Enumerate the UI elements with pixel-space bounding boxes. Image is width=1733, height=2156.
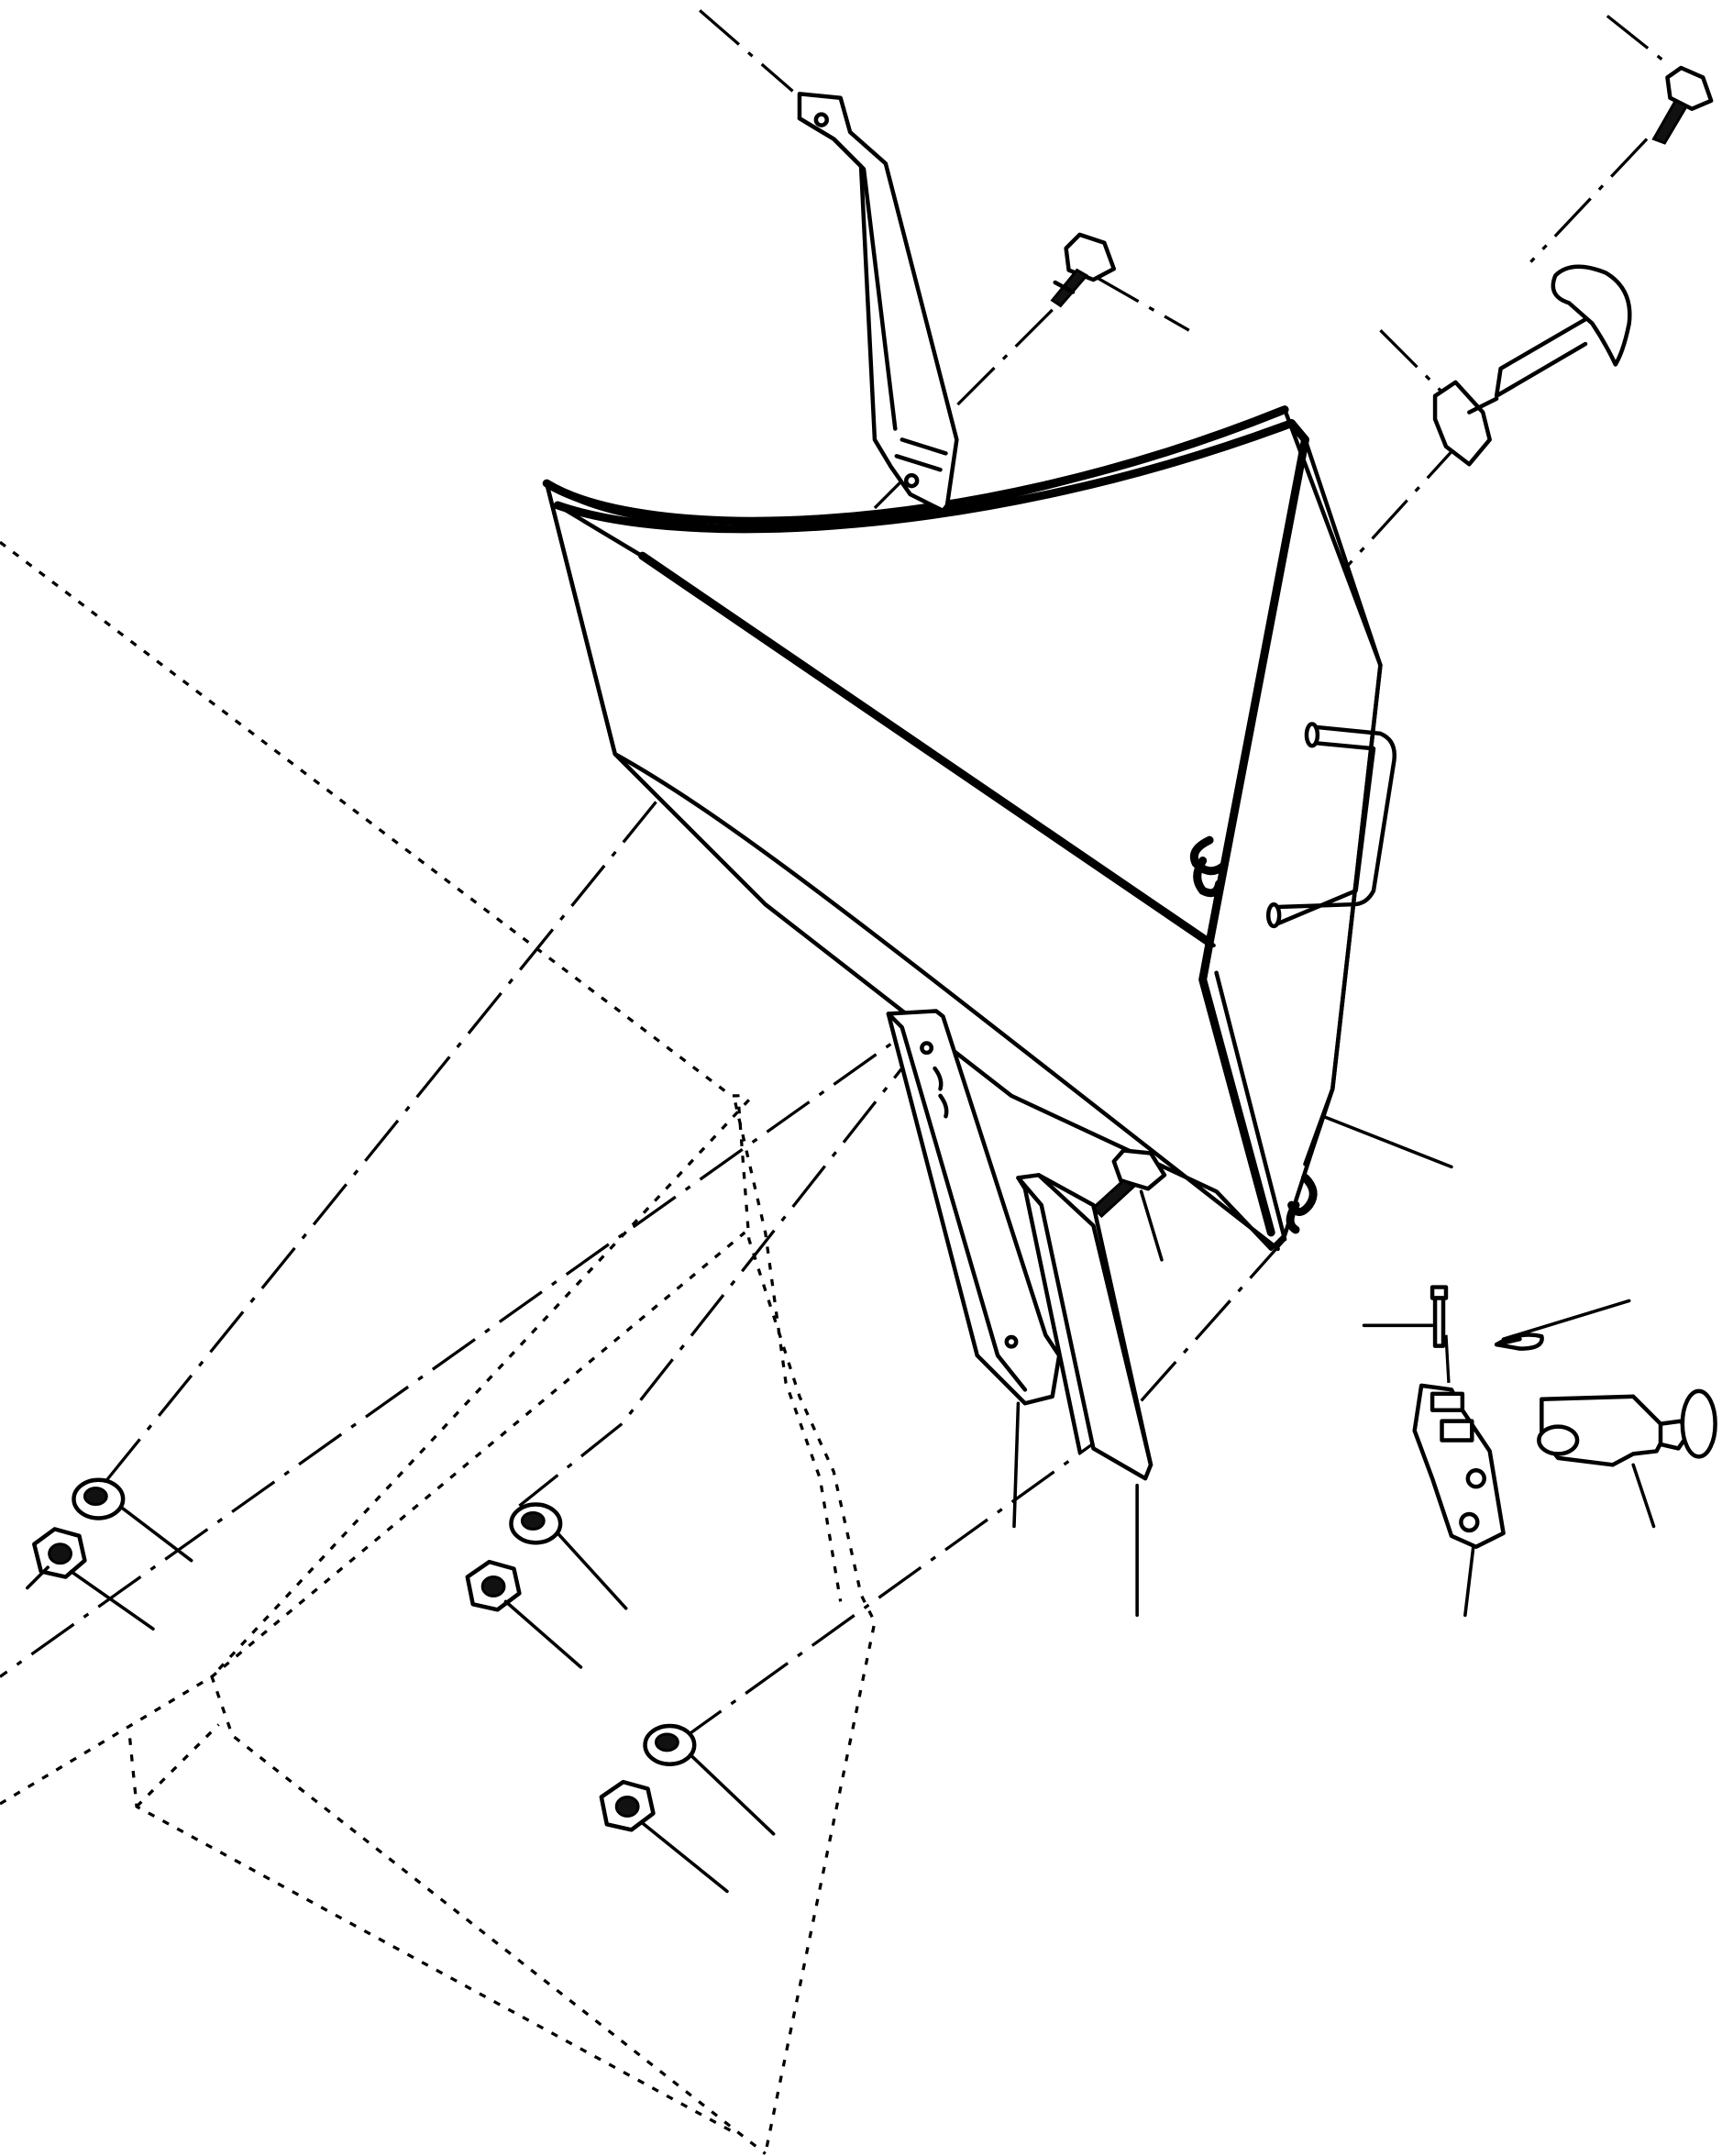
cotter-pin-icon (1494, 1332, 1544, 1351)
hex-bolt (1050, 65, 1714, 1219)
vehicle-body-outline (0, 540, 877, 2155)
knob-icon (1537, 1388, 1717, 1467)
split-pin (1494, 1332, 1544, 1351)
bolt-icon (1091, 1148, 1167, 1219)
leader-lines (26, 1114, 1656, 1894)
nut-icon (599, 1779, 656, 1832)
rubber-hood-latch (1432, 264, 1632, 467)
lower-mounting-bracket (886, 1009, 1153, 1481)
washer-icon (72, 1477, 126, 1520)
mudguard-panel (542, 405, 1396, 1252)
lock-washer (72, 1477, 697, 1766)
clevis-pin (1429, 1285, 1449, 1348)
washer-icon (643, 1723, 697, 1766)
assembly-center-lines (0, 9, 1669, 1747)
hinge-plate (1412, 1383, 1506, 1549)
hex-nut (32, 1527, 656, 1832)
pin-icon (1429, 1285, 1449, 1348)
knob-handle (1537, 1388, 1717, 1467)
bolt-icon (1651, 65, 1714, 145)
washer-icon (509, 1502, 563, 1545)
nut-icon (32, 1527, 87, 1579)
bolt-icon (1050, 232, 1117, 308)
nut-icon (465, 1559, 522, 1612)
upper-support-strap (797, 92, 959, 514)
